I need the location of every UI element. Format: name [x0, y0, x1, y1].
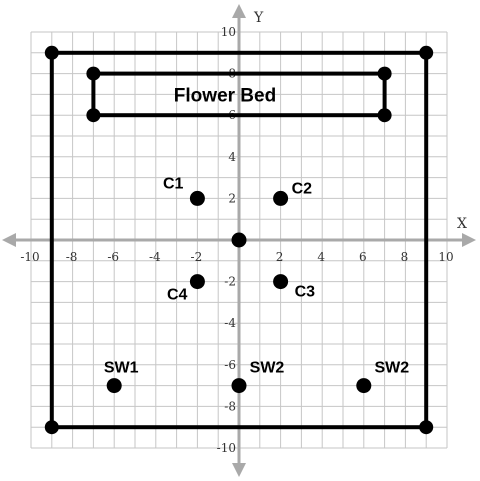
- point-c3: [273, 274, 289, 290]
- flower-bed-rect: [91, 71, 387, 118]
- y-tick-label: -8: [224, 399, 236, 413]
- y-tick-label: -6: [224, 358, 236, 372]
- corner-point: [419, 45, 434, 60]
- point-c4: [189, 274, 205, 290]
- x-tick-label: -2: [191, 250, 203, 264]
- y-tick-label: 2: [228, 191, 236, 205]
- x-tick-label: -8: [66, 250, 78, 264]
- point-origin: [231, 232, 247, 248]
- x-axis-right-arrow-icon: [462, 233, 476, 247]
- x-tick-label: -4: [149, 250, 161, 264]
- corner-point: [86, 108, 101, 123]
- y-tick-label: 10: [221, 25, 236, 39]
- outer-boundary-rect: [49, 50, 429, 430]
- x-tick-label: -6: [107, 250, 119, 264]
- point-label: C1: [163, 175, 184, 192]
- point-label: SW2: [250, 360, 285, 377]
- x-tick-label: 10: [438, 250, 453, 264]
- x-tick-label: 2: [276, 250, 284, 264]
- point-label: SW2: [374, 360, 409, 377]
- y-axis-down-arrow-icon: [232, 463, 246, 477]
- corner-point: [377, 108, 392, 123]
- corner-point: [419, 420, 434, 435]
- point-c2: [273, 190, 289, 206]
- x-tick-label: 6: [359, 250, 367, 264]
- point-sw2: [356, 378, 372, 394]
- point-sw2: [231, 378, 247, 394]
- x-tick-label: 8: [401, 250, 409, 264]
- regions: Flower Bed: [44, 45, 434, 435]
- y-tick-label: -4: [224, 316, 236, 330]
- corner-point: [44, 420, 59, 435]
- x-axis-label: X: [457, 216, 467, 232]
- point-sw1: [106, 378, 122, 394]
- point-c1: [189, 190, 205, 206]
- corner-point: [377, 66, 392, 81]
- x-tick-label: 4: [317, 250, 325, 264]
- point-label: SW1: [104, 360, 139, 377]
- corner-point: [44, 45, 59, 60]
- corner-point: [86, 66, 101, 81]
- flower-bed-label: Flower Bed: [174, 85, 276, 106]
- point-label: C4: [167, 287, 188, 304]
- x-tick-label: -10: [20, 250, 39, 264]
- y-tick-label: -10: [217, 441, 236, 455]
- y-tick-label: 4: [228, 150, 236, 164]
- point-label: C3: [295, 284, 316, 301]
- x-axis-left-arrow-icon: [2, 233, 16, 247]
- point-label: C2: [292, 180, 313, 197]
- y-axis-label: Y: [253, 10, 264, 26]
- y-axis-up-arrow-icon: [232, 4, 246, 18]
- y-tick-label: -2: [224, 275, 236, 289]
